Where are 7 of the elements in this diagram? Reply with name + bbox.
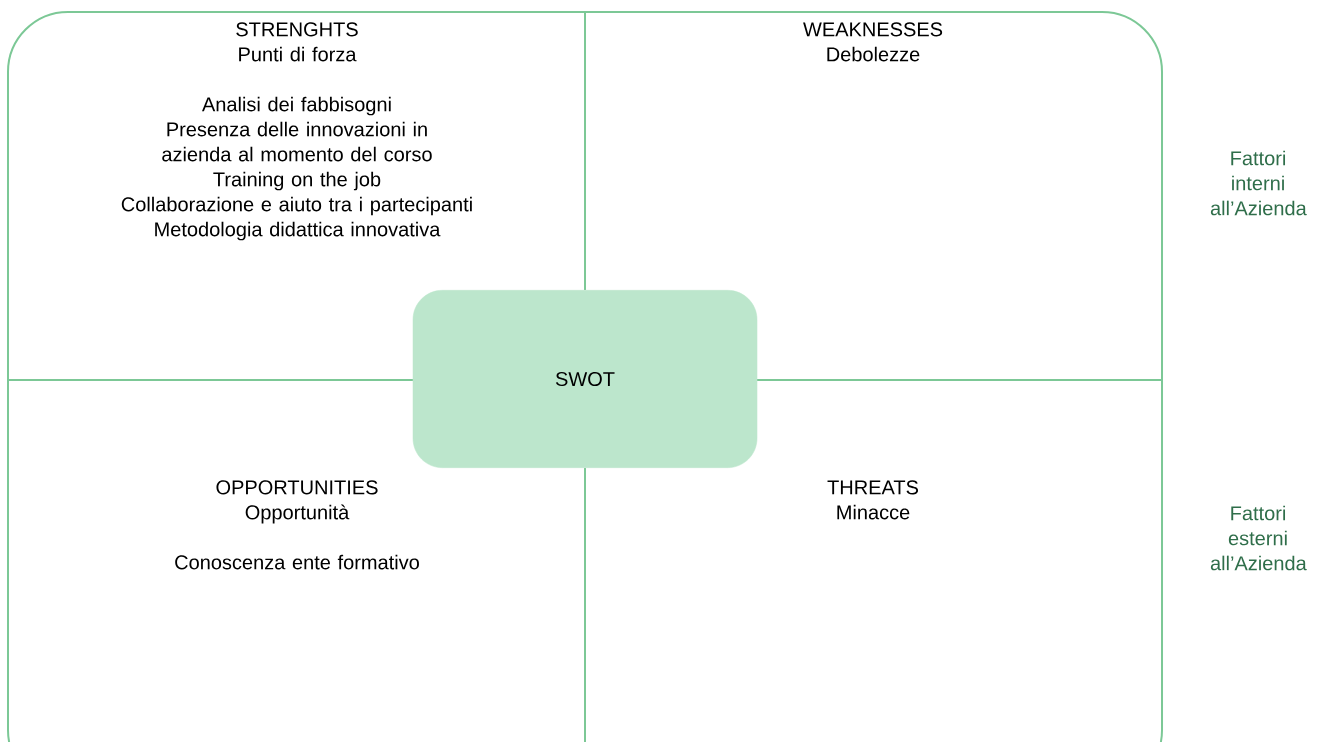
center-box: SWOT bbox=[412, 290, 758, 468]
side-label: Fattori interni all’Azienda bbox=[1210, 150, 1307, 216]
quadrant-text: THREATS Minacce bbox=[827, 480, 918, 520]
side-label: Fattori esterni all’Azienda bbox=[1210, 505, 1307, 571]
quadrant-text: WEAKNESSES Debolezze bbox=[803, 22, 943, 62]
quadrant-text: STRENGHTS Punti di forza Analisi dei fabbisogni Presenza delle innovazioni in azienda al momento del corso Training on the job Collaborazione e aiuto tra i partecipanti Metodologia didattica innovativa bbox=[121, 22, 472, 241]
quadrant-text: OPPORTUNITIES Opportunità Conoscenza ente formativo bbox=[175, 480, 419, 570]
